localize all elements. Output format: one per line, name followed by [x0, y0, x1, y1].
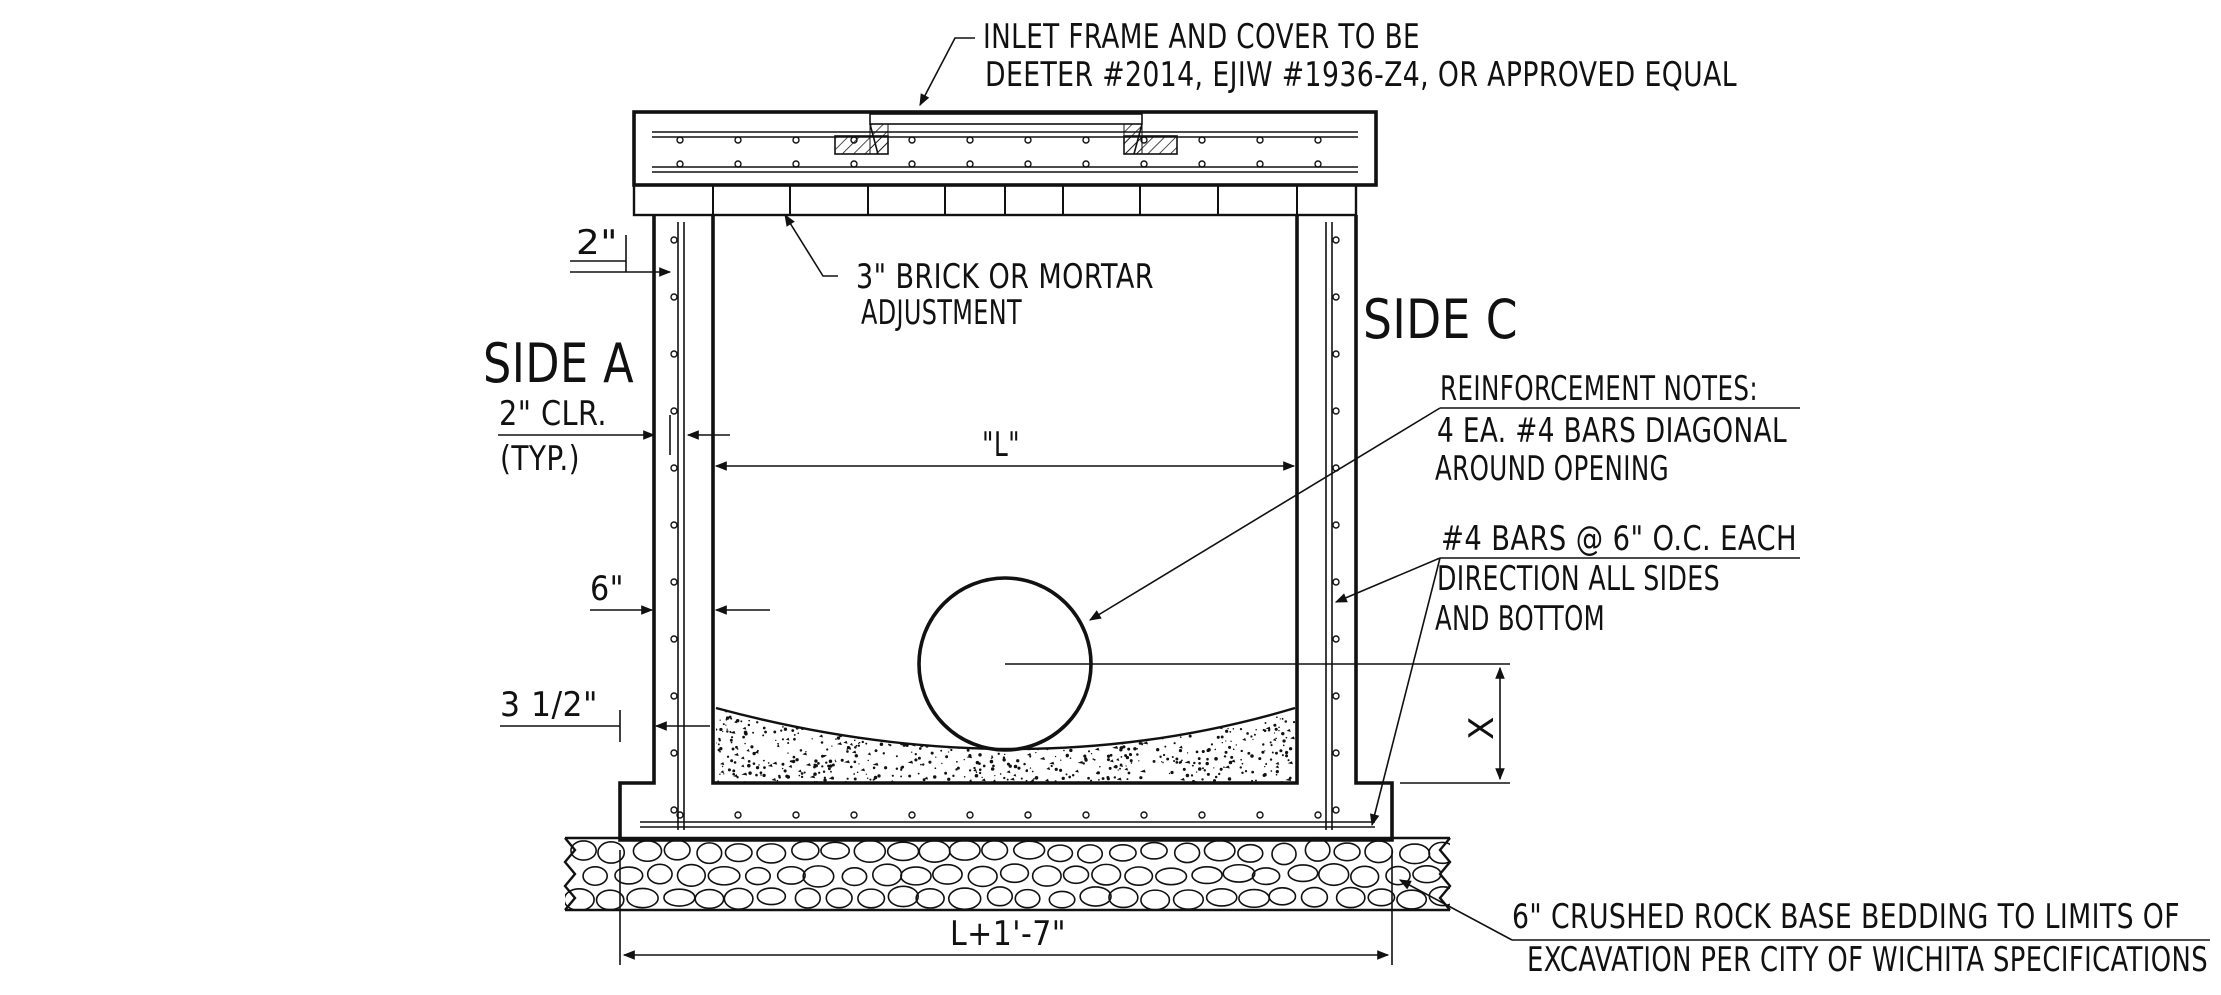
- reinforcement-notes-title: REINFORCEMENT NOTES:: [1440, 369, 1758, 409]
- side-a-label: SIDE A: [483, 332, 634, 395]
- base-note-line1: 6" CRUSHED ROCK BASE BEDDING TO LIMITS O…: [1512, 897, 2180, 937]
- dim-3-1-2in: 3 1/2": [500, 685, 598, 725]
- side-c-label: SIDE C: [1363, 288, 1518, 351]
- brick-note-line2: ADJUSTMENT: [861, 293, 1022, 333]
- dim-6in: 6": [590, 569, 624, 609]
- dim-2in-clr: 2" CLR.: [499, 394, 607, 434]
- base-note-line2: EXCAVATION PER CITY OF WICHITA SPECIFICA…: [1527, 940, 2208, 980]
- inlet-frame-note-line1: INLET FRAME AND COVER TO BE: [983, 17, 1420, 57]
- brick-adjustment-course: [632, 183, 1358, 217]
- invert-fill: [715, 706, 1296, 783]
- bars-note-line2: DIRECTION ALL SIDES: [1437, 559, 1720, 599]
- reinforcement-notes-line1: 4 EA. #4 BARS DIAGONAL: [1437, 411, 1787, 451]
- dim-typ: (TYP.): [500, 439, 580, 479]
- inlet-frame-and-cover: [834, 113, 1178, 155]
- dim-2in: 2": [576, 223, 618, 263]
- bars-note-line1: #4 BARS @ 6" O.C. EACH: [1441, 519, 1797, 559]
- dim-x: X: [1462, 716, 1502, 740]
- dim-l-inner: "L": [982, 425, 1020, 465]
- inlet-frame-note-line2: DEETER #2014, EJIW #1936-Z4, OR APPROVED…: [985, 55, 1737, 95]
- top-slab: [632, 110, 1378, 187]
- crushed-rock-base: [563, 836, 1452, 912]
- dimension-lines: [498, 235, 2210, 965]
- leaders: [784, 37, 1513, 941]
- dim-overall: L+1'-7": [950, 914, 1066, 954]
- wall-rebar-dots: [670, 236, 1340, 819]
- box-walls: [618, 215, 1394, 842]
- slab-rebar-dots: [676, 136, 1322, 168]
- bars-note-line3: AND BOTTOM: [1435, 599, 1605, 639]
- reinforcement-notes-line2: AROUND OPENING: [1435, 449, 1669, 489]
- brick-note-line1: 3" BRICK OR MORTAR: [856, 257, 1154, 297]
